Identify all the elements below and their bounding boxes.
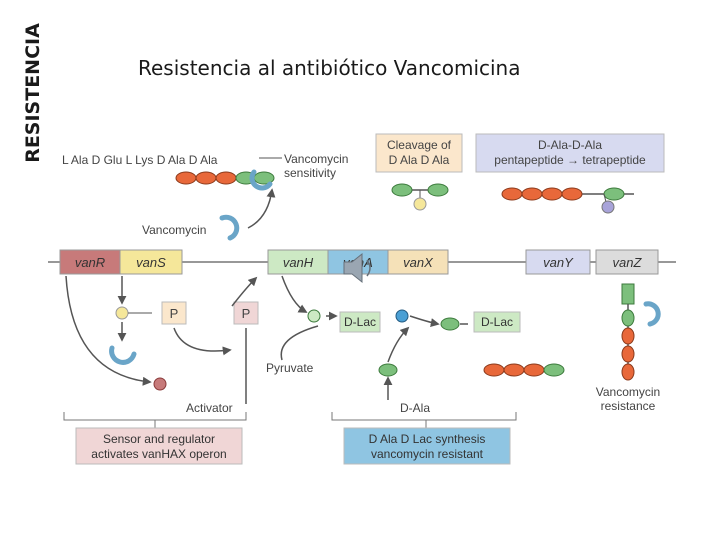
pentapeptide-label-2: pentapeptide → tetrapeptide [494, 153, 646, 167]
sensor-box [75, 427, 243, 465]
yellow-molecule-icon [115, 306, 129, 320]
gene-vanH: vanH [267, 249, 329, 275]
resistance-node [621, 309, 635, 327]
tetrapeptide-chain [501, 187, 634, 201]
vancomycin-sensitivity-label: Vancomycin [284, 152, 348, 166]
vancomycin-icon [219, 214, 240, 241]
tetra-node [521, 187, 543, 201]
gene-vanR: vanR [59, 249, 121, 275]
chain-node [195, 171, 217, 185]
gene-vanS: vanS [119, 249, 183, 275]
dlac-box-2 [473, 311, 521, 333]
tetra-node [501, 187, 523, 201]
svg-text:vanX: vanX [403, 255, 434, 270]
phospho-box-2 [233, 301, 259, 325]
vancomycin-bound-icon [249, 169, 273, 191]
gene-vanY: vanY [525, 249, 591, 275]
svg-text:vanZ: vanZ [613, 255, 643, 270]
green-molecule-icon [440, 317, 460, 331]
cleavage-label-2: D Ala D Ala [389, 153, 450, 167]
tetra-node [603, 187, 625, 201]
pink-molecule-icon [153, 377, 167, 391]
peptide-chain [175, 171, 275, 185]
bracket-sensor [63, 412, 247, 428]
cleavage-node [427, 183, 449, 197]
activator-label: Activator [186, 401, 233, 415]
arrow-to-dlac-2 [409, 315, 440, 327]
chain-node [175, 171, 197, 185]
dala-molecule-icon [413, 197, 427, 211]
cleavage-node [391, 183, 413, 197]
vancomycin-blocked-icon [643, 301, 661, 327]
dlac-chain-node [543, 363, 565, 377]
pentapeptide-box [475, 133, 665, 173]
dala-molecule-bottom-icon [378, 363, 398, 377]
speaker-icon[interactable] [343, 252, 371, 284]
dlac-chain-node [503, 363, 525, 377]
chain-node [215, 171, 237, 185]
dlac-chain-node [523, 363, 545, 377]
dlac-chain-node [483, 363, 505, 377]
vancomycin-label: Vancomycin [142, 223, 206, 237]
svg-text:vanH: vanH [283, 255, 314, 270]
phospho-label-1: P [170, 306, 179, 321]
svg-text:vanR: vanR [75, 255, 105, 270]
resistance-node [621, 363, 635, 381]
arrow-vanS-phospho [173, 327, 232, 356]
arrow-vanR-curve [65, 275, 152, 386]
arrow-dala-up [387, 326, 410, 363]
pentapeptide-label: D-Ala-D-Ala [538, 138, 602, 152]
gene-vanX: vanX [387, 249, 449, 275]
lavender-molecule-icon [601, 200, 615, 214]
page-title: Resistencia al antibiótico Vancomicina [138, 56, 521, 80]
blue-molecule-icon [395, 309, 409, 323]
pyruvate-molecule-icon [307, 309, 321, 323]
resistance-node [621, 327, 635, 345]
resistance-top-node [621, 283, 635, 305]
gene-vanZ: vanZ [595, 249, 659, 275]
bracket-synthesis [331, 412, 517, 428]
peptide-label: L Ala D Glu L Lys D Ala D Ala [62, 153, 218, 167]
dlac-box-1 [339, 311, 381, 333]
pyruvate-label: Pyruvate [266, 361, 314, 375]
svg-text:vanY: vanY [543, 255, 574, 270]
resistance-node [621, 345, 635, 363]
svg-text:vanS: vanS [136, 255, 166, 270]
dlac-label-1: D-Lac [344, 315, 376, 329]
tetra-node [561, 187, 583, 201]
arrow-vanS-up [231, 276, 258, 307]
cleavage-box [375, 133, 463, 173]
phospho-label-2: P [242, 306, 251, 321]
dala-label: D-Ala [400, 401, 430, 415]
dlac-chain [483, 363, 565, 377]
diagram: L Ala D Glu L Lys D Ala D Ala Vancomycin… [48, 133, 676, 465]
arrow-pyruvate-curve [280, 325, 319, 361]
vancomycin-receptor-icon [109, 345, 137, 365]
sensor-label: Sensor and regulator [103, 432, 215, 446]
arrow-vanco-up [247, 188, 276, 229]
vancomycin-sensitivity-label-2: sensitivity [284, 166, 336, 180]
sensor-label-2: activates vanHAX operon [91, 447, 226, 461]
synthesis-box [343, 427, 511, 465]
vancomycin-resistance-label: Vancomycin [596, 385, 660, 399]
tetra-node [541, 187, 563, 201]
arrow-vanH-down [281, 275, 308, 313]
synthesis-label-2: vancomycin resistant [371, 447, 484, 461]
vancomycin-resistance-label-2: resistance [601, 399, 656, 413]
synthesis-label: D Ala D Lac synthesis [369, 432, 486, 446]
cleavage-label: Cleavage of [387, 138, 452, 152]
phospho-box-1 [161, 301, 187, 325]
dlac-label-2: D-Lac [481, 315, 513, 329]
